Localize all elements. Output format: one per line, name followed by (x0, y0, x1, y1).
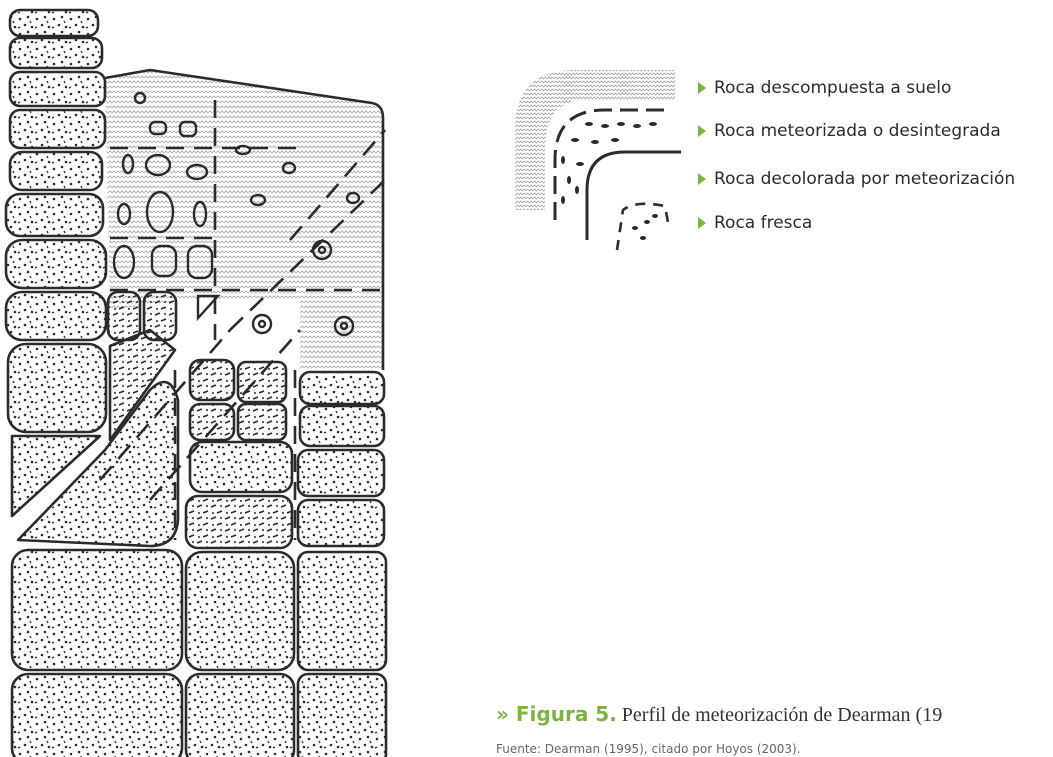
weathering-profile-diagram (4, 8, 388, 757)
figure-label: » Figura 5. (496, 702, 617, 726)
legend-item-fresh: Roca fresca (698, 211, 812, 235)
legend-label: Roca decolorada por meteorización (714, 169, 1016, 189)
legend-item-weathered: Roca meteorizada o desintegrada (698, 119, 1001, 143)
legend-item-discolored: Roca decolorada por meteorización (698, 167, 1015, 191)
triangle-bullet-icon (698, 173, 706, 185)
weathering-zones-legend-graphic (515, 70, 681, 251)
legend-item-soil: Roca descompuesta a suelo (698, 76, 951, 100)
legend-label: Roca descompuesta a suelo (714, 78, 952, 98)
figure-caption: » Figura 5. Perfil de meteorización de D… (496, 702, 942, 727)
triangle-bullet-icon (698, 125, 706, 137)
legend-label: Roca fresca (714, 213, 813, 233)
figure-source: Fuente: Dearman (1995), citado por Hoyos… (496, 742, 801, 756)
triangle-bullet-icon (698, 82, 706, 94)
figure-title: Perfil de meteorización de Dearman (19 (621, 704, 943, 726)
triangle-bullet-icon (698, 217, 706, 229)
legend-label: Roca meteorizada o desintegrada (714, 121, 1001, 141)
